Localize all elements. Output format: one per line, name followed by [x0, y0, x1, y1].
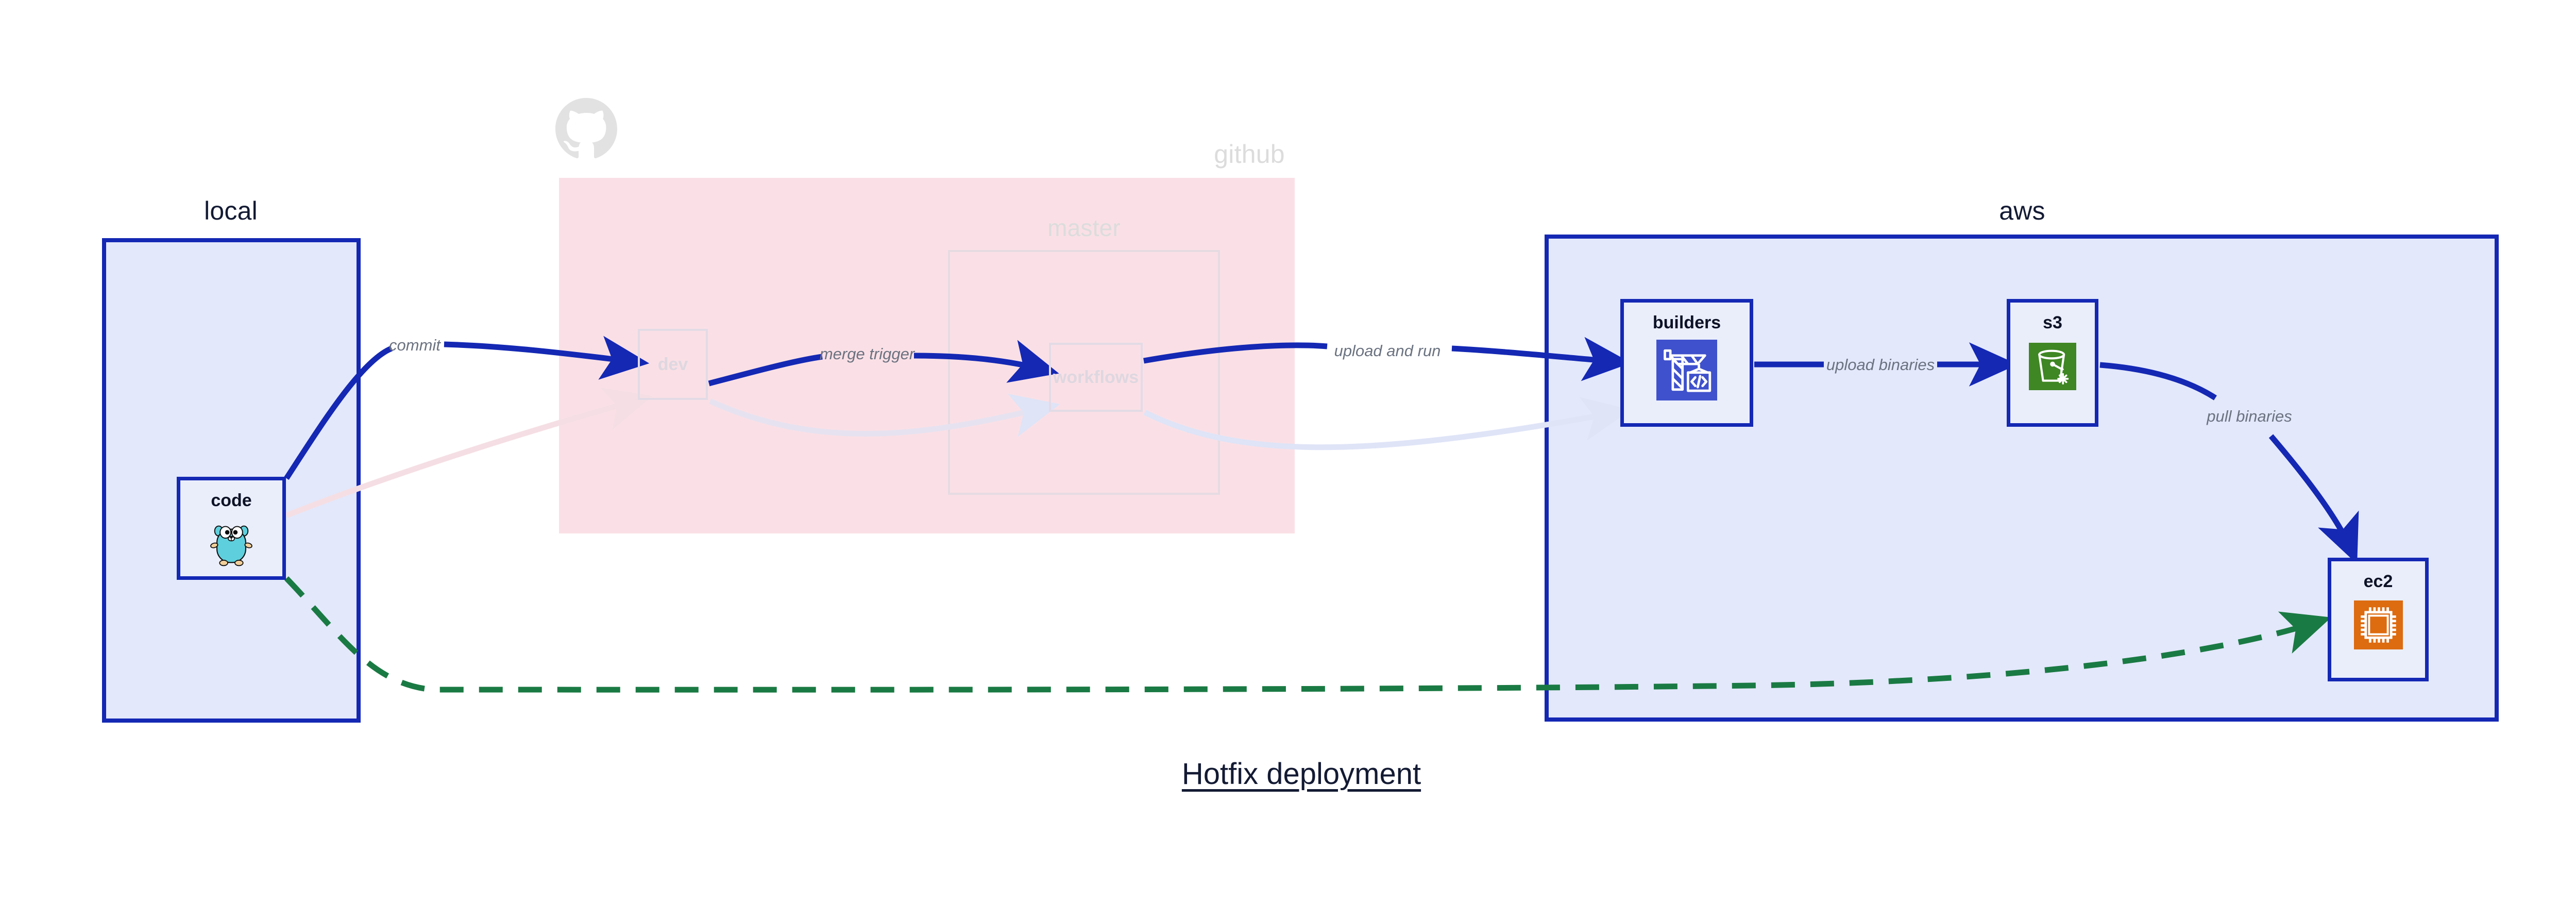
node-dev[interactable]: dev — [638, 329, 708, 400]
s3-bucket-icon — [2029, 343, 2076, 390]
node-label-workflows: workflows — [1053, 368, 1139, 387]
go-gopher-icon — [207, 517, 256, 570]
subgroup-label-master: master — [1047, 214, 1121, 241]
node-ec2[interactable]: ec2 — [2328, 558, 2429, 681]
edge-label-upload-binaries: upload binaries — [1826, 356, 1935, 374]
group-label-local: local — [204, 196, 258, 225]
node-label-ec2: ec2 — [2363, 572, 2393, 591]
node-label-builders: builders — [1652, 313, 1721, 332]
node-s3[interactable]: s3 — [2007, 299, 2098, 427]
edge-label-pull-binaries: pull binaries — [2207, 407, 2292, 425]
edge-label-commit: commit — [389, 336, 440, 354]
edge-label-upload-and-run: upload and run — [1334, 342, 1441, 360]
cpu-chip-icon — [2353, 600, 2403, 649]
node-code[interactable]: code — [177, 477, 286, 580]
node-label-dev: dev — [657, 355, 688, 374]
node-label-code: code — [211, 491, 252, 510]
group-label-aws: aws — [1999, 196, 2045, 225]
crane-code-icon — [1656, 340, 1717, 400]
page-title: Hotfix deployment — [1181, 757, 1421, 791]
node-builders[interactable]: builders — [1620, 299, 1753, 427]
edge-label-merge-trigger: merge trigger — [819, 345, 915, 363]
github-logo-icon — [555, 98, 617, 160]
node-label-s3: s3 — [2043, 313, 2062, 332]
node-workflows[interactable]: workflows — [1049, 343, 1143, 412]
group-label-github: github — [1214, 140, 1285, 169]
